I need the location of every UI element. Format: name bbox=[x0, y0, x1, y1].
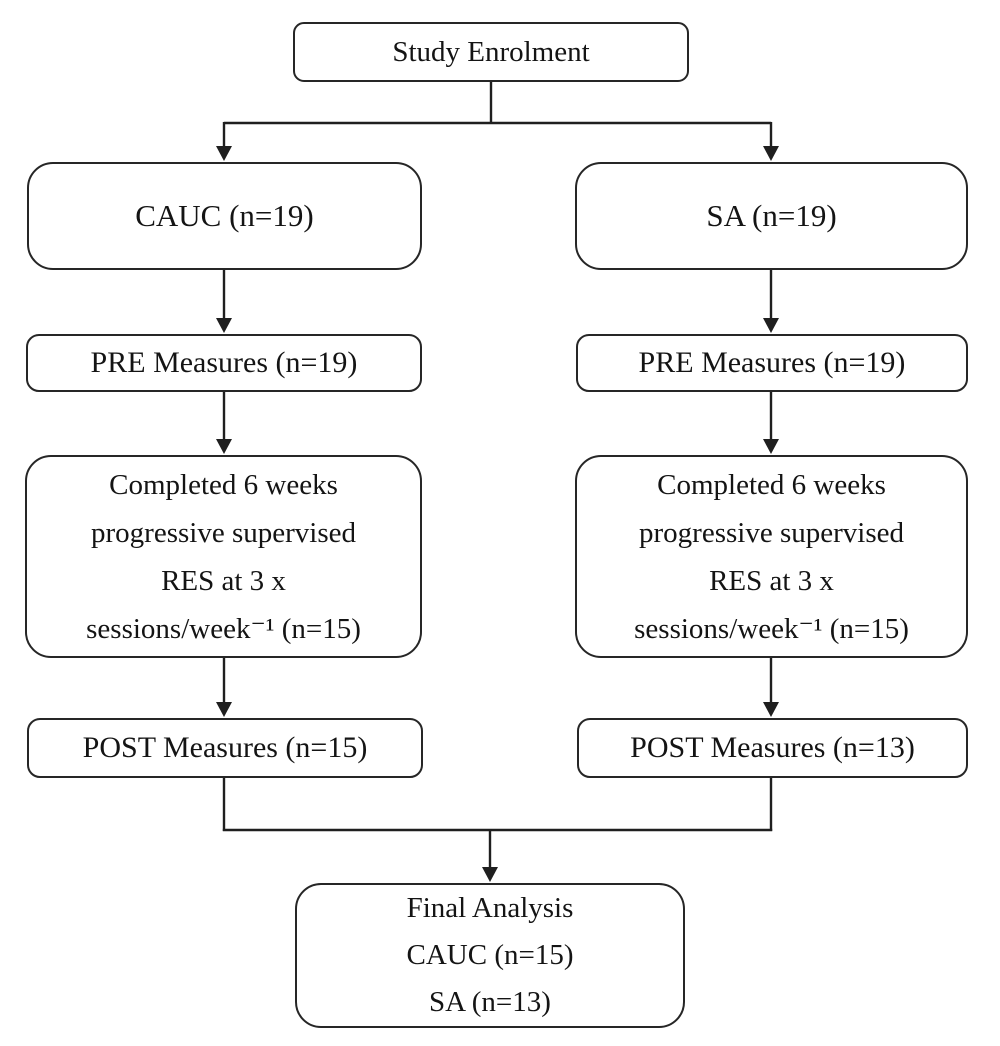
node-post-measures-sa-label: POST Measures (n=13) bbox=[630, 731, 915, 765]
node-sa-group-label: SA (n=19) bbox=[706, 197, 837, 233]
node-res-completed-sa-line: progressive supervised bbox=[639, 516, 904, 549]
connector-enrolment-split bbox=[223, 82, 772, 125]
node-pre-measures-cauc-label: PRE Measures (n=19) bbox=[90, 346, 358, 380]
node-res-completed-cauc-line: progressive supervised bbox=[91, 516, 356, 549]
node-cauc-group-label: CAUC (n=19) bbox=[135, 197, 314, 233]
node-pre-measures-cauc: PRE Measures (n=19) bbox=[26, 334, 422, 392]
node-sa-group: SA (n=19) bbox=[575, 162, 968, 270]
node-study-enrolment: Study Enrolment bbox=[293, 22, 689, 82]
node-final-analysis-line: CAUC (n=15) bbox=[406, 939, 574, 971]
node-final-analysis-line: Final Analysis bbox=[406, 892, 574, 924]
node-final-analysis: Final Analysis CAUC (n=15) SA (n=13) bbox=[295, 883, 685, 1028]
node-study-enrolment-label: Study Enrolment bbox=[392, 35, 590, 68]
node-post-measures-cauc: POST Measures (n=15) bbox=[27, 718, 423, 778]
connector-sa-to-pre bbox=[763, 270, 779, 333]
node-res-completed-sa-line: sessions/week⁻¹ (n=15) bbox=[634, 612, 909, 645]
node-res-completed-cauc-line: RES at 3 x bbox=[161, 564, 286, 597]
node-post-measures-cauc-label: POST Measures (n=15) bbox=[82, 731, 368, 765]
connector-cauc-to-pre bbox=[216, 270, 232, 333]
node-res-completed-cauc-line: Completed 6 weeks bbox=[109, 468, 338, 501]
connector-post-merge bbox=[222, 778, 773, 882]
connector-res-to-post-left bbox=[216, 658, 232, 717]
connector-pre-to-res-left bbox=[216, 392, 232, 454]
connector-res-to-post-right bbox=[763, 658, 779, 717]
connector-split-to-sa bbox=[763, 122, 779, 161]
node-cauc-group: CAUC (n=19) bbox=[27, 162, 422, 270]
node-pre-measures-sa-label: PRE Measures (n=19) bbox=[638, 346, 906, 380]
connector-split-to-cauc bbox=[216, 122, 232, 161]
node-final-analysis-line: SA (n=13) bbox=[429, 986, 551, 1018]
node-res-completed-cauc-line: sessions/week⁻¹ (n=15) bbox=[86, 612, 361, 645]
node-res-completed-sa-line: RES at 3 x bbox=[709, 564, 834, 597]
node-post-measures-sa: POST Measures (n=13) bbox=[577, 718, 968, 778]
node-res-completed-sa: Completed 6 weeks progressive supervised… bbox=[575, 455, 968, 658]
node-pre-measures-sa: PRE Measures (n=19) bbox=[576, 334, 968, 392]
connector-pre-to-res-right bbox=[763, 392, 779, 454]
node-res-completed-cauc: Completed 6 weeks progressive supervised… bbox=[25, 455, 422, 658]
node-res-completed-sa-line: Completed 6 weeks bbox=[657, 468, 886, 501]
